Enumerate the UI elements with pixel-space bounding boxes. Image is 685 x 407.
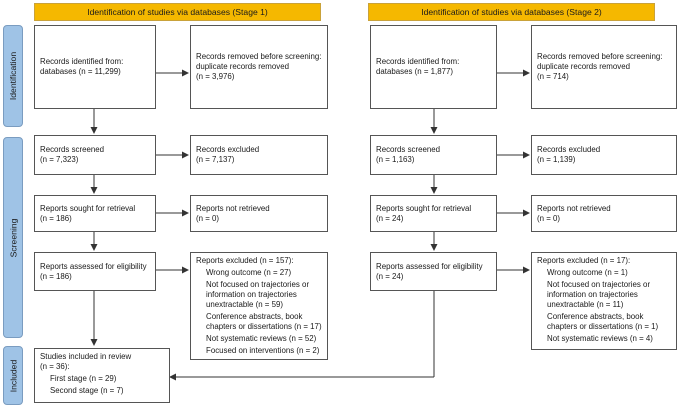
- studies-included: Studies included in review (n = 36): Fir…: [34, 348, 170, 403]
- stage2-header: Identification of studies via databases …: [368, 3, 655, 21]
- phase-identification: Identification: [3, 25, 23, 127]
- included-second-stage: Second stage (n = 7): [50, 386, 124, 395]
- s1-records-screened: Records screened (n = 7,323): [34, 135, 156, 175]
- exclusion-reason: Wrong outcome (n = 1): [547, 268, 628, 277]
- s2-records-screened: Records screened (n = 1,163): [370, 135, 497, 175]
- s2-exclusion-reasons: Wrong outcome (n = 1) Not focused on traj…: [537, 268, 671, 344]
- stage1-header: Identification of studies via databases …: [34, 3, 321, 21]
- s1-records-identified: Records identified from: databases (n = …: [34, 25, 156, 109]
- s2-records-identified: Records identified from: databases (n = …: [370, 25, 497, 109]
- exclusion-reason: Not systematic reviews (n = 52): [206, 334, 317, 343]
- phase-included: Included: [3, 346, 23, 405]
- s1-reports-sought: Reports sought for retrieval (n = 186): [34, 195, 156, 232]
- s2-reports-excluded: Reports excluded (n = 17): Wrong outcome…: [531, 252, 677, 350]
- s2-records-excluded: Records excluded (n = 1,139): [531, 135, 677, 175]
- included-first-stage: First stage (n = 29): [50, 374, 117, 383]
- exclusion-reason: Focused on interventions (n = 2): [206, 346, 320, 355]
- s2-reports-not-retrieved: Reports not retrieved (n = 0): [531, 195, 677, 232]
- s1-records-excluded: Records excluded (n = 7,137): [190, 135, 328, 175]
- exclusion-reason: Wrong outcome (n = 27): [206, 268, 292, 277]
- s1-records-removed: Records removed before screening: duplic…: [190, 25, 328, 109]
- s1-reports-not-retrieved: Reports not retrieved (n = 0): [190, 195, 328, 232]
- s1-reports-excluded: Reports excluded (n = 157): Wrong outcom…: [190, 252, 328, 360]
- s2-reports-assessed: Reports assessed for eligibility (n = 24…: [370, 252, 497, 291]
- phase-screening: Screening: [3, 137, 23, 338]
- s1-reports-assessed: Reports assessed for eligibility (n = 18…: [34, 252, 156, 291]
- exclusion-reason: Not systematic reviews (n = 4): [547, 334, 653, 343]
- s2-reports-sought: Reports sought for retrieval (n = 24): [370, 195, 497, 232]
- s2-records-removed: Records removed before screening: duplic…: [531, 25, 677, 109]
- s1-exclusion-reasons: Wrong outcome (n = 27) Not focused on tra…: [196, 268, 322, 356]
